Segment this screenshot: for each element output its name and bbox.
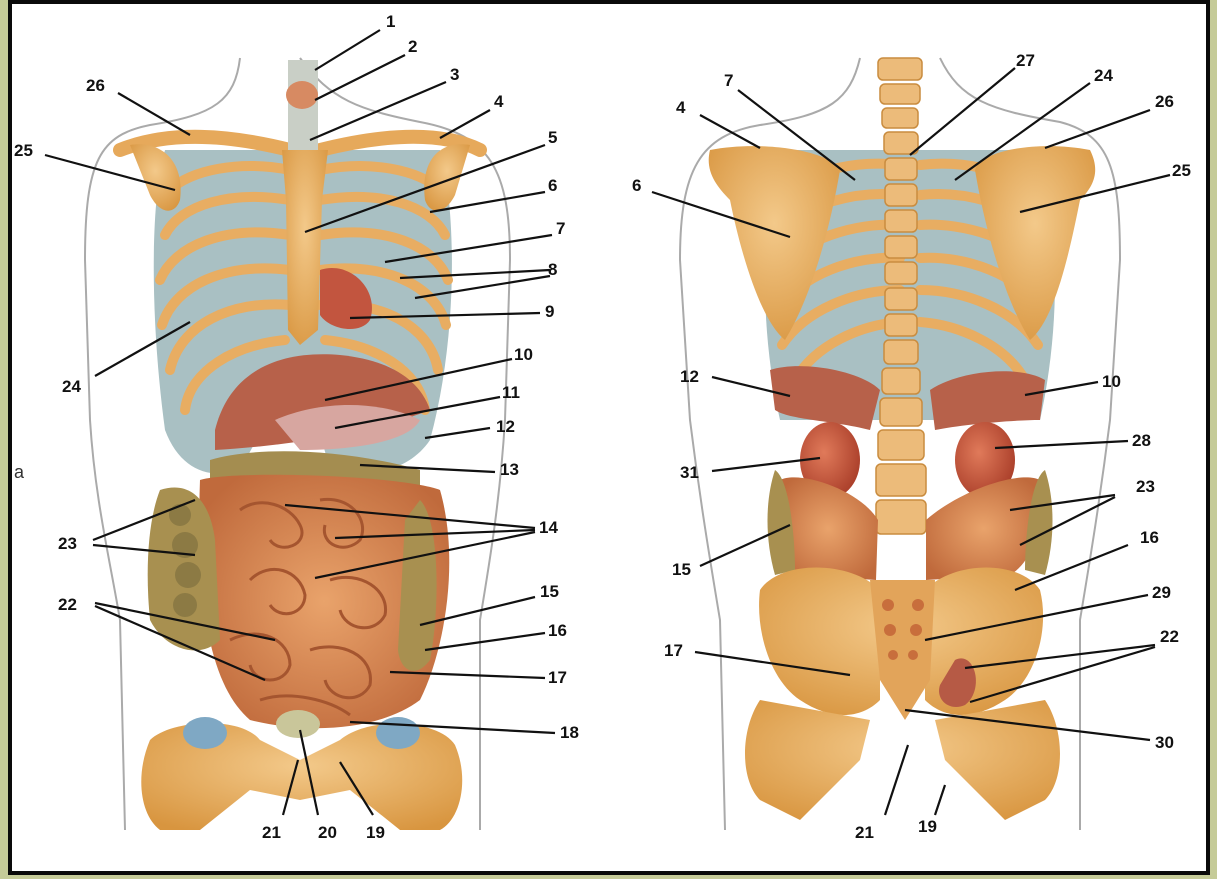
front-hip-joint-right [376,717,420,749]
back-label-15: 15 [672,560,691,579]
back-label-7: 7 [724,71,733,90]
back-label-27: 27 [1016,51,1035,70]
back-label-17: 17 [664,641,683,660]
back-label-4: 4 [676,98,686,117]
back-label-21: 21 [855,823,874,842]
back-label-26: 26 [1155,92,1174,111]
front-label-1: 1 [386,12,395,31]
back-label-10: 10 [1102,372,1121,391]
front-label-20: 20 [318,823,337,842]
back-label-19: 19 [918,817,937,836]
back-label-23: 23 [1136,477,1155,496]
front-label-9: 9 [545,302,554,321]
front-label-13: 13 [500,460,519,479]
front-label-21: 21 [262,823,281,842]
front-hip-joint-left [183,717,227,749]
back-label-31: 31 [680,463,699,482]
back-label-30: 30 [1155,733,1174,752]
front-label-17: 17 [548,668,567,687]
back-label-24: 24 [1094,66,1113,85]
back-intestines-right [926,477,1041,580]
front-label-10: 10 [514,345,533,364]
front-label-6: 6 [548,176,557,195]
back-label-16: 16 [1140,528,1159,547]
panel-letter: a [14,462,25,482]
front-label-26: 26 [86,76,105,95]
front-label-19: 19 [366,823,385,842]
back-label-6: 6 [632,176,641,195]
front-label-3: 3 [450,65,459,84]
front-thyroid [286,81,318,109]
front-label-22: 22 [58,595,77,614]
front-label-2: 2 [408,37,417,56]
back-label-12: 12 [680,367,699,386]
back-label-22: 22 [1160,627,1179,646]
front-label-5: 5 [548,128,557,147]
front-label-12: 12 [496,417,515,436]
front-view [85,58,510,830]
front-label-25: 25 [14,141,33,160]
front-label-16: 16 [548,621,567,640]
front-label-4: 4 [494,92,504,111]
front-bladder [276,710,320,738]
front-label-14: 14 [539,518,558,537]
front-label-8: 8 [548,260,557,279]
front-label-11: 11 [502,383,520,402]
back-label-25: 25 [1172,161,1191,180]
front-label-7: 7 [556,219,565,238]
front-label-18: 18 [560,723,579,742]
back-label-28: 28 [1132,431,1151,450]
back-label-29: 29 [1152,583,1171,602]
front-label-15: 15 [540,582,559,601]
front-label-23: 23 [58,534,77,553]
front-label-24: 24 [62,377,81,396]
